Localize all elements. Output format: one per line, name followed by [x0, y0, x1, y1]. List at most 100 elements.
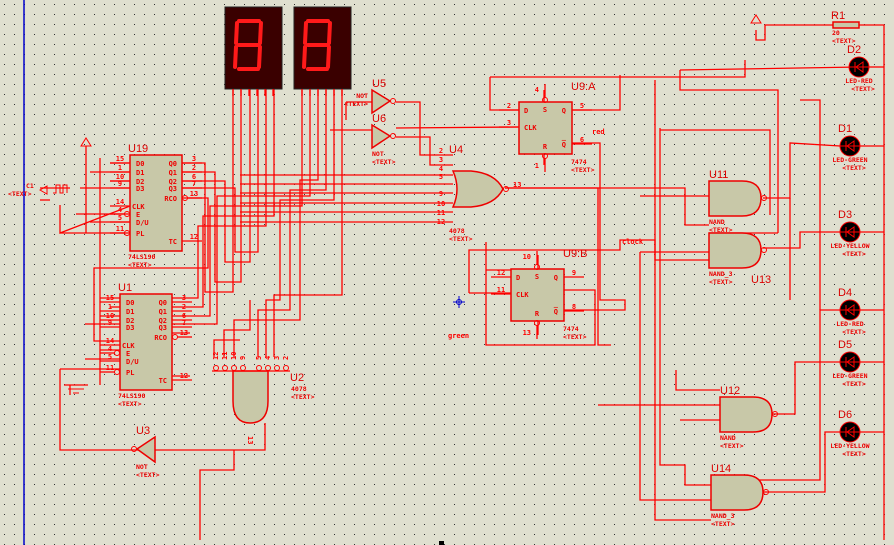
- gate-body[interactable]: [708, 232, 762, 269]
- pin-number: 4: [108, 345, 112, 353]
- inversion-bubble: [114, 350, 120, 356]
- component-text: <TEXT>: [832, 37, 856, 45]
- pin-number: 7: [192, 180, 196, 188]
- pin-number: 5: [255, 356, 263, 360]
- inversion-bubble: [390, 133, 396, 139]
- pin-number: 9: [108, 319, 112, 327]
- pin-number: 6: [182, 312, 186, 320]
- pin-name: Q2: [169, 178, 177, 186]
- inversion-bubble: [761, 247, 767, 253]
- ic-body[interactable]: [119, 293, 173, 391]
- inversion-bubble: [761, 195, 767, 201]
- pin-number: 9: [239, 356, 247, 360]
- component-text: <TEXT>: [842, 328, 866, 336]
- component-part: 4078: [449, 227, 465, 235]
- pin-number: 10: [230, 352, 238, 360]
- gate-body[interactable]: [135, 435, 156, 464]
- pin-number: 8: [572, 303, 576, 311]
- gate-body[interactable]: [232, 370, 269, 424]
- component-ref: U19: [128, 143, 148, 155]
- pin-name: CLK: [524, 124, 537, 132]
- pin-name: E: [136, 211, 140, 219]
- pin-name: D0: [126, 299, 134, 307]
- wire: [172, 89, 267, 299]
- pin-name: D1: [126, 308, 134, 316]
- resistor-body[interactable]: [832, 21, 860, 29]
- component-text: <TEXT>: [128, 261, 152, 269]
- counter-u19[interactable]: U1974LS190<TEXT>15D01D110D29D314CLK4E5D/…: [110, 143, 202, 269]
- pin-number: 2: [282, 356, 290, 360]
- component-text: <TEXT>: [291, 393, 315, 401]
- pin-number: 3: [192, 155, 196, 163]
- inversion-bubble: [542, 97, 548, 103]
- component-text: <TEXT>: [8, 190, 32, 198]
- pin-name: Q0: [169, 160, 177, 168]
- wire: [93, 197, 209, 342]
- component-part: LED-YELLOW: [830, 242, 869, 250]
- wire: [233, 89, 319, 357]
- pin-number: 3: [439, 156, 443, 164]
- seven-segment-display: [293, 6, 352, 96]
- component-ref: D1: [838, 123, 852, 135]
- inversion-bubble: [182, 195, 188, 201]
- component-text: <TEXT>: [571, 166, 595, 174]
- component-part: NOT: [136, 463, 148, 471]
- gate-body[interactable]: [719, 396, 773, 433]
- component-text: <TEXT>: [372, 158, 396, 166]
- pin-name: D2: [126, 317, 134, 325]
- wire: [223, 300, 251, 357]
- clock-source-c1[interactable]: C1<TEXT>: [8, 182, 68, 198]
- wire: [505, 187, 709, 226]
- wire: [679, 66, 860, 71]
- component-ref: U2: [290, 372, 304, 384]
- component-ref: D5: [838, 339, 852, 351]
- gate-body[interactable]: [371, 88, 392, 115]
- inversion-bubble: [542, 153, 548, 159]
- gate-body[interactable]: [710, 474, 764, 511]
- gate-body[interactable]: [708, 180, 762, 217]
- display-segment: [257, 45, 262, 69]
- generator-terminal-icon: [38, 185, 48, 195]
- gate-body[interactable]: [371, 123, 392, 150]
- component-ref: U9:A: [571, 81, 596, 93]
- pin-number: 11: [221, 352, 229, 360]
- pin-name: E: [126, 350, 130, 358]
- component-text: <TEXT>: [709, 278, 733, 286]
- component-ref: C1: [26, 182, 34, 190]
- ic-body[interactable]: [518, 101, 573, 155]
- component-text: <TEXT>: [720, 442, 744, 450]
- net-label-green: green: [448, 332, 469, 340]
- component-ref: U12: [720, 385, 740, 397]
- wire: [730, 309, 840, 481]
- gate-body[interactable]: [451, 170, 504, 208]
- inversion-bubble: [772, 411, 778, 417]
- pin-number: 2: [182, 303, 186, 311]
- ic-body[interactable]: [510, 268, 565, 322]
- wires: [40, 24, 885, 540]
- display-segment: [326, 45, 331, 69]
- pin-number: 13: [523, 329, 531, 337]
- pin-number: 4: [535, 86, 539, 94]
- pin-name: Q1: [159, 308, 167, 316]
- ic-body[interactable]: [129, 154, 183, 252]
- counter-u1[interactable]: U174LS190<TEXT>15D01D110D29D314CLK4E5D/U…: [100, 282, 192, 408]
